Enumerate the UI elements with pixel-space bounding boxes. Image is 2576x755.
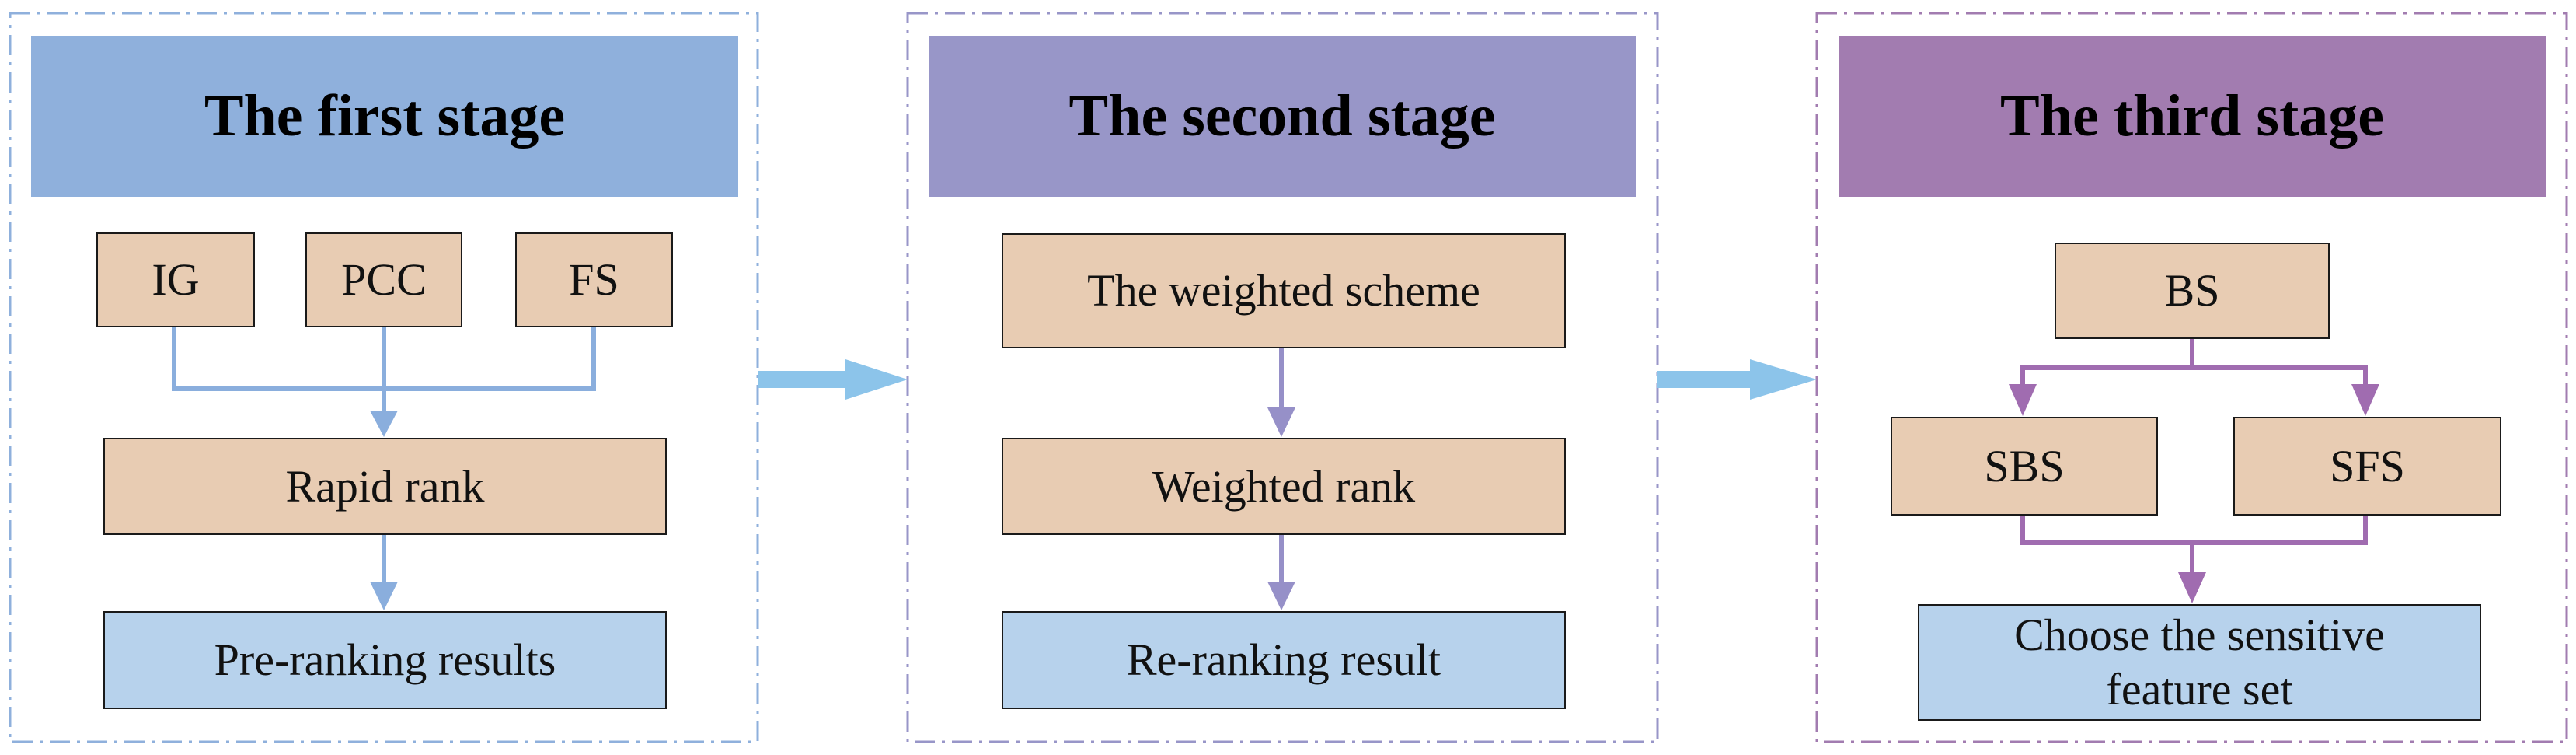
stage3-arrowhead-result [2178, 572, 2206, 603]
stage1-header: The first stage [31, 36, 738, 197]
stage3-arrowhead-sbs [2009, 384, 2037, 416]
re-ranking-result-box: Re-ranking result [1002, 611, 1566, 709]
sfs-box: SFS [2233, 417, 2501, 516]
weighted-rank-box: Weighted rank [1002, 438, 1566, 535]
stage2-header: The second stage [929, 36, 1636, 197]
stage1-connectors [172, 327, 596, 585]
flow-arrow-1 [758, 359, 908, 400]
method-box-pcc: PCC [305, 232, 462, 327]
pre-ranking-results-box: Pre-ranking results [103, 611, 667, 709]
stage2-panel-border [906, 12, 1659, 743]
stage1-arrowhead-2 [370, 582, 398, 610]
flow-arrow-2 [1657, 359, 1817, 400]
method-box-fs: FS [515, 232, 673, 327]
stage3-panel-border [1815, 12, 2568, 743]
stage3-connectors [2020, 339, 2368, 575]
choose-feature-set-line-2: feature set [2106, 664, 2293, 715]
rapid-rank-box: Rapid rank [103, 438, 667, 535]
choose-feature-set-line-1: Choose the sensitive [2014, 610, 2385, 661]
method-box-ig: IG [96, 232, 255, 327]
bs-box: BS [2055, 243, 2330, 339]
stage3-arrowhead-sfs [2351, 384, 2379, 416]
stage2-arrowhead-2 [1267, 582, 1295, 610]
stage2-arrowhead-1 [1267, 407, 1295, 437]
choose-feature-set-box: Choose the sensitive feature set [1918, 604, 2481, 721]
stage1-arrowhead-1 [370, 411, 398, 437]
sbs-box: SBS [1891, 417, 2158, 516]
weighted-scheme-box: The weighted scheme [1002, 233, 1566, 348]
stage3-header: The third stage [1839, 36, 2546, 197]
